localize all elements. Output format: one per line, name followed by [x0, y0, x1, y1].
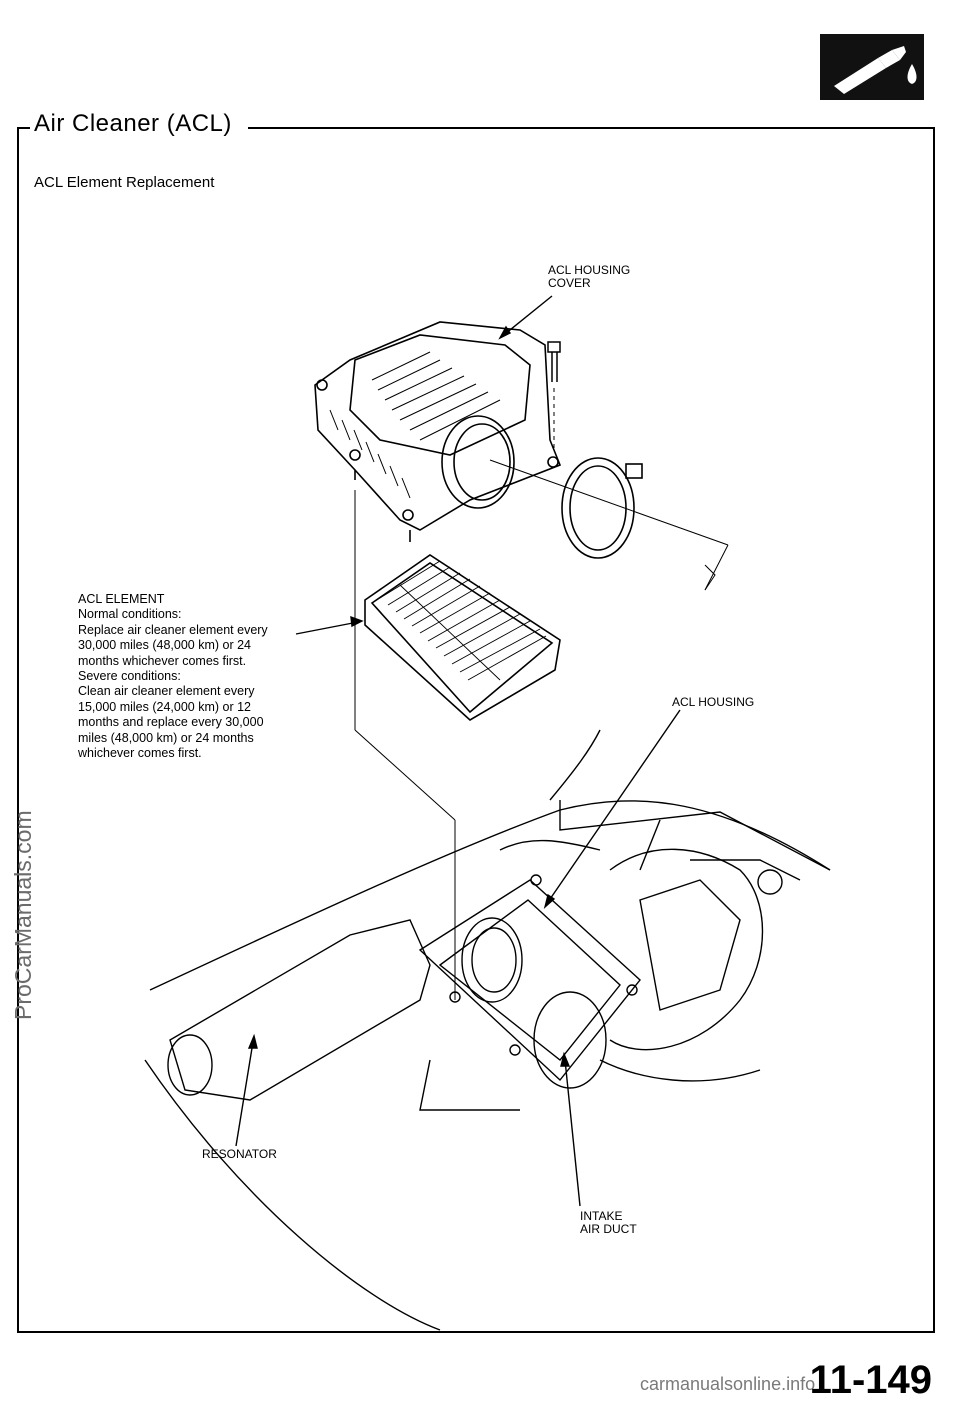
maintenance-line: months and replace every 30,000 — [78, 715, 264, 730]
maintenance-line: months whichever comes first. — [78, 653, 247, 668]
leader-lines — [235, 295, 681, 1207]
callout-acl-element: ACL ELEMENT Normal conditions: Replace a… — [78, 592, 268, 761]
side-watermark: ProCarManuals.com — [10, 810, 36, 1020]
engine-bay-drawing — [144, 729, 831, 1331]
callout-acl-housing: ACL HOUSING — [672, 695, 755, 709]
callout-intake-air-duct: INTAKE AIR DUCT — [580, 1210, 637, 1236]
maintenance-line: Replace air cleaner element every — [78, 622, 268, 637]
callout-line: ACL HOUSING — [548, 263, 631, 277]
maintenance-line: whichever comes first. — [78, 746, 202, 761]
callout-acl-housing-cover: ACL HOUSING COVER — [548, 264, 630, 290]
maintenance-line: Normal conditions: — [78, 607, 182, 622]
page-frame — [17, 127, 935, 1333]
section-subtitle: ACL Element Replacement — [34, 174, 215, 191]
maintenance-line: 15,000 miles (24,000 km) or 12 — [78, 699, 252, 714]
callout-title: ACL ELEMENT — [78, 592, 165, 606]
maintenance-line: Clean air cleaner element every — [78, 684, 255, 699]
maintenance-line: Severe conditions: — [78, 669, 181, 684]
section-title: Air Cleaner (ACL) — [34, 110, 232, 137]
callout-line: COVER — [548, 276, 591, 290]
page-number: 11-149 — [809, 1358, 932, 1402]
callout-line: AIR DUCT — [580, 1222, 637, 1236]
hose-clamp-drawing — [489, 457, 729, 591]
acl-housing-cover-drawing — [314, 321, 562, 542]
maintenance-line: 30,000 miles (48,000 km) or 24 — [78, 638, 252, 653]
bottom-watermark: carmanualsonline.info — [640, 1374, 816, 1394]
callout-resonator: RESONATOR — [202, 1147, 277, 1161]
fuel-pump-nozzle-icon — [820, 34, 924, 100]
acl-element-drawing — [354, 490, 561, 1000]
callout-line: INTAKE — [580, 1209, 623, 1223]
maintenance-line: miles (48,000 km) or 24 months — [78, 730, 254, 745]
bolt-drawing — [547, 341, 561, 450]
